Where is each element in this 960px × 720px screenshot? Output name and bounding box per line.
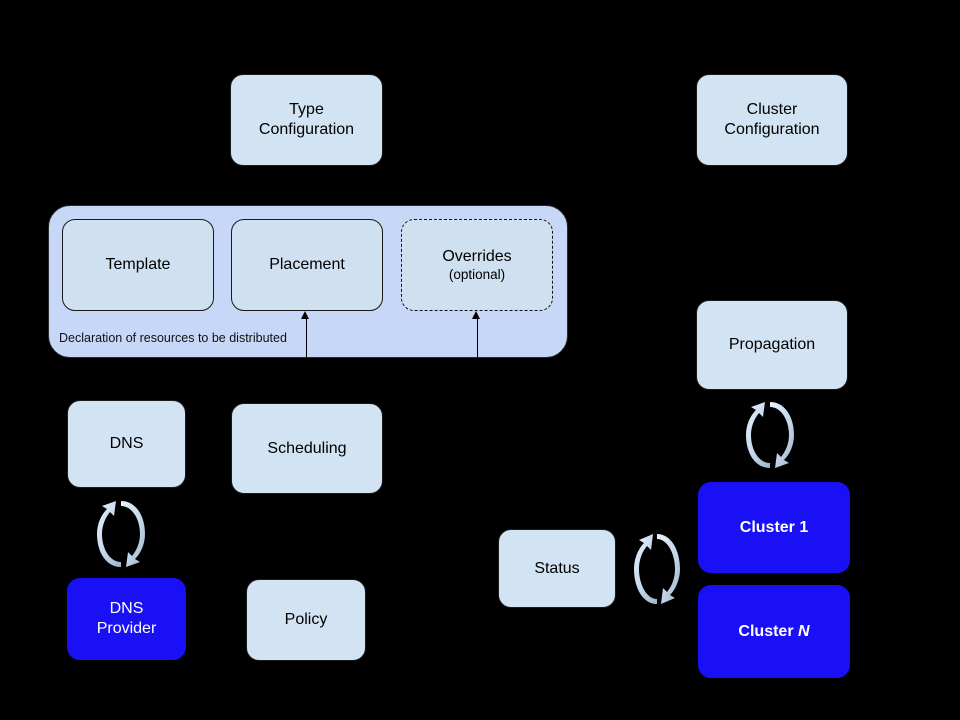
sync-icon-dns (92, 496, 150, 572)
node-cluster-configuration[interactable]: Cluster Configuration (696, 74, 848, 166)
node-scheduling[interactable]: Scheduling (231, 403, 383, 494)
connector-typeconfig-to-placement (306, 166, 307, 206)
node-propagation[interactable]: Propagation (696, 300, 848, 390)
arrowhead-placement-up (301, 311, 309, 319)
node-policy[interactable]: Policy (246, 579, 366, 661)
arrowhead-overrides-up (472, 311, 480, 319)
node-cluster-1[interactable]: Cluster 1 (698, 482, 850, 573)
sync-icon-propagation (741, 396, 799, 474)
connector-scheduling-to-placement (306, 319, 308, 359)
group-caption: Declaration of resources to be distribut… (59, 331, 287, 345)
node-cluster-1-label: Cluster 1 (739, 518, 809, 536)
node-cluster-configuration-label: Cluster Configuration (724, 101, 820, 138)
node-scheduling-label: Scheduling (267, 439, 347, 457)
node-dns-provider[interactable]: DNS Provider (67, 578, 186, 660)
node-dns-provider-label: DNS Provider (96, 600, 157, 637)
node-template-label: Template (105, 256, 171, 274)
node-placement[interactable]: Placement (231, 219, 383, 311)
connector-policy-to-overrides (477, 319, 479, 359)
node-cluster-n[interactable]: Cluster N (698, 585, 850, 678)
node-template[interactable]: Template (62, 219, 214, 311)
node-status[interactable]: Status (498, 529, 616, 608)
node-type-configuration[interactable]: Type Configuration (230, 74, 383, 166)
node-cluster-n-suffix: N (798, 622, 810, 640)
node-policy-label: Policy (284, 611, 328, 629)
node-overrides-label: Overrides (442, 248, 512, 265)
connector-typeconfig-to-overrides (477, 166, 478, 206)
connector-typeconfig-to-template (136, 166, 137, 206)
node-overrides-sublabel: (optional) (448, 266, 506, 282)
node-type-configuration-label: Type Configuration (258, 101, 355, 138)
node-dns-label: DNS (109, 435, 144, 453)
node-dns[interactable]: DNS (67, 400, 186, 488)
sync-icon-status (630, 528, 684, 610)
node-status-label: Status (534, 559, 580, 577)
node-propagation-label: Propagation (728, 336, 816, 354)
node-cluster-n-prefix: Cluster (738, 622, 798, 640)
node-overrides[interactable]: Overrides (optional) (401, 219, 553, 311)
node-placement-label: Placement (269, 256, 345, 274)
node-cluster-n-label: Cluster N (699, 622, 849, 642)
